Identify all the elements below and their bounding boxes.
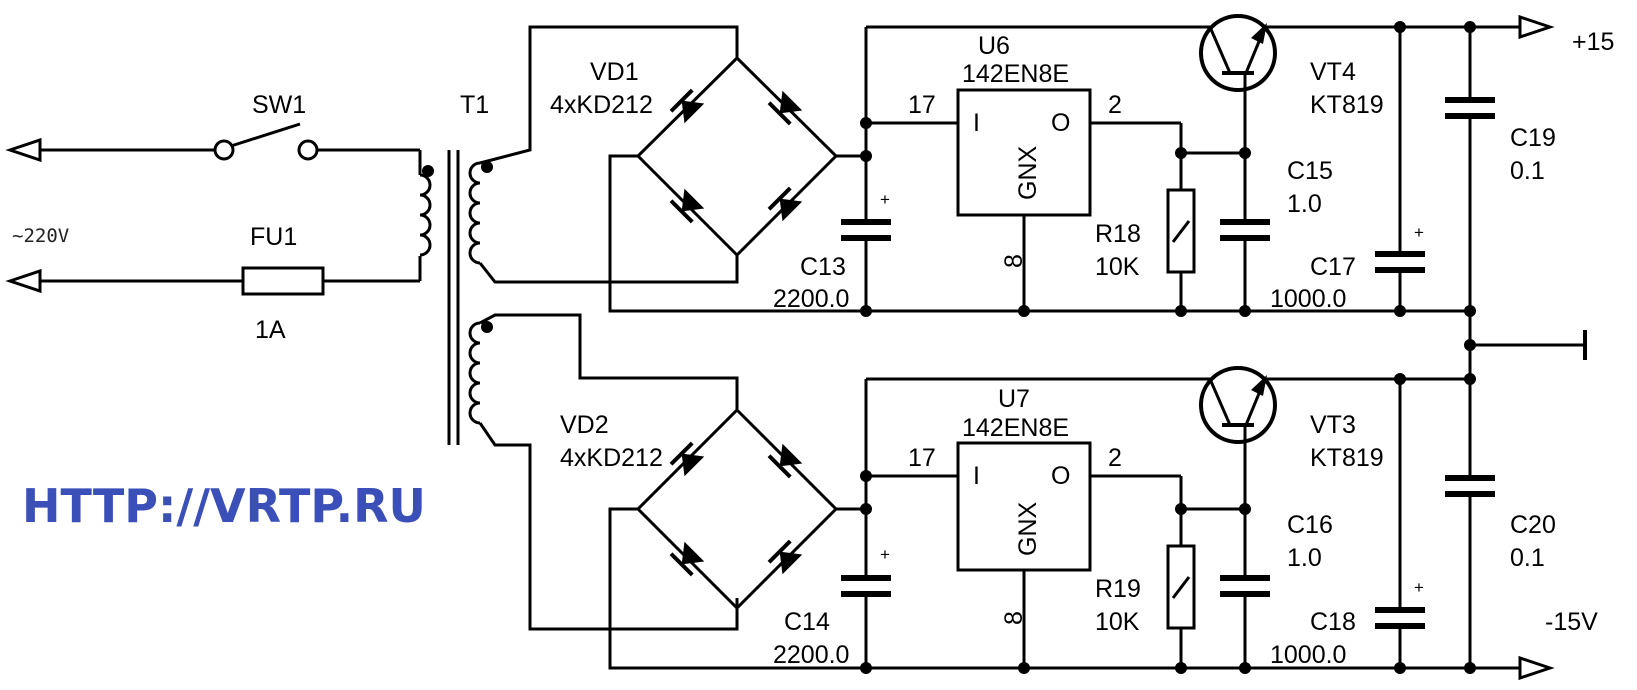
output-arrow-pos xyxy=(1518,14,1555,40)
cap-c17 xyxy=(1375,251,1425,273)
c15-value: 1.0 xyxy=(1287,190,1322,218)
c13-value: 2200.0 xyxy=(773,285,849,313)
u6-ref: U6 xyxy=(978,32,1010,60)
transistor-vt3 xyxy=(1199,366,1277,445)
fuse-value: 1A xyxy=(255,316,286,344)
switch-sw1 xyxy=(213,122,422,175)
secondary-top-wiring xyxy=(478,25,739,284)
output-arrow-neg xyxy=(1518,655,1555,681)
r19-ref: R19 xyxy=(1095,575,1141,603)
u7-pin-gnd: 8 xyxy=(1000,611,1028,625)
cap-c20 xyxy=(1445,475,1495,497)
c14-polarity: + xyxy=(880,545,890,564)
c14-value: 2200.0 xyxy=(773,641,849,669)
bridge-bottom-value: 4xKD212 xyxy=(560,444,663,472)
c15-ref: C15 xyxy=(1287,157,1333,185)
wiring-top-channel xyxy=(864,25,1520,313)
ground-terminal xyxy=(1468,311,1587,379)
vt4-value: KT819 xyxy=(1310,91,1384,119)
fuse-ref: FU1 xyxy=(250,223,297,251)
c20-value: 0.1 xyxy=(1510,544,1545,572)
switch-ref: SW1 xyxy=(252,91,306,119)
c16-value: 1.0 xyxy=(1287,544,1322,572)
c13-polarity: + xyxy=(880,190,890,209)
u7-in-label: I xyxy=(973,462,980,490)
u6-pin-out: 2 xyxy=(1108,91,1122,119)
transformer-ref: T1 xyxy=(460,91,489,119)
u6-pin-gnd: 8 xyxy=(1000,254,1028,268)
r18-value: 10K xyxy=(1095,253,1140,281)
wiring-bottom-channel xyxy=(864,377,1520,670)
transistor-vt4 xyxy=(1199,14,1277,93)
cap-c16 xyxy=(1220,575,1270,597)
vt3-ref: VT3 xyxy=(1310,411,1356,439)
mains-voltage-label: ~220V xyxy=(12,225,69,247)
input-arrow-bottom xyxy=(5,256,422,294)
c18-polarity: + xyxy=(1414,578,1424,597)
u7-part: 142EN8E xyxy=(962,414,1069,442)
c13-ref: C13 xyxy=(800,253,846,281)
r18-ref: R18 xyxy=(1095,220,1141,248)
u7-out-label: O xyxy=(1051,462,1070,490)
cap-c19 xyxy=(1445,97,1495,119)
output-pos-label: +15 xyxy=(1572,28,1614,56)
u6-gnd-label: GNX xyxy=(1014,146,1042,201)
bridge-top-ref: VD1 xyxy=(590,58,639,86)
u6-in-label: I xyxy=(973,109,980,137)
regulator-u6: I O GNX xyxy=(956,88,1092,217)
u7-ref: U7 xyxy=(998,385,1030,413)
cap-c15 xyxy=(1220,219,1270,241)
bridge-top-value: 4xKD212 xyxy=(550,91,653,119)
c18-ref: C18 xyxy=(1310,608,1356,636)
bridge-bottom-ref: VD2 xyxy=(560,411,609,439)
transformer-t1 xyxy=(419,150,493,445)
vt3-value: KT819 xyxy=(1310,444,1384,472)
c17-value: 1000.0 xyxy=(1270,285,1346,313)
u7-pin-out: 2 xyxy=(1108,444,1122,472)
c19-value: 0.1 xyxy=(1510,157,1545,185)
mains-input: SW1 ~220V FU1 1A xyxy=(5,91,422,344)
c17-ref: C17 xyxy=(1310,253,1356,281)
secondary-bottom-wiring xyxy=(478,313,739,631)
regulator-u7: I O GNX xyxy=(956,441,1092,572)
r19-value: 10K xyxy=(1095,608,1140,636)
resistor-r18 xyxy=(1166,188,1196,274)
u6-out-label: O xyxy=(1051,109,1070,137)
junction-dots xyxy=(860,21,1476,674)
c18-value: 1000.0 xyxy=(1270,641,1346,669)
cap-c14 xyxy=(841,575,891,597)
input-arrow-top xyxy=(5,137,215,163)
u6-part: 142EN8E xyxy=(962,60,1069,88)
fuse-fu1 xyxy=(241,266,325,296)
c16-ref: C16 xyxy=(1287,511,1333,539)
c19-ref: C19 xyxy=(1510,124,1556,152)
cap-c18 xyxy=(1375,607,1425,629)
c14-ref: C14 xyxy=(784,608,830,636)
u7-gnd-label: GNX xyxy=(1014,502,1042,557)
resistor-r19 xyxy=(1166,544,1196,630)
c20-ref: C20 xyxy=(1510,511,1556,539)
cap-c13 xyxy=(841,219,891,241)
output-neg-label: -15V xyxy=(1545,608,1598,636)
watermark-url: HTTP://VRTP.RU xyxy=(22,479,426,533)
c17-polarity: + xyxy=(1414,223,1424,242)
u7-pin-in: 17 xyxy=(908,444,936,472)
u6-pin-in: 17 xyxy=(908,91,936,119)
vt4-ref: VT4 xyxy=(1310,58,1356,86)
